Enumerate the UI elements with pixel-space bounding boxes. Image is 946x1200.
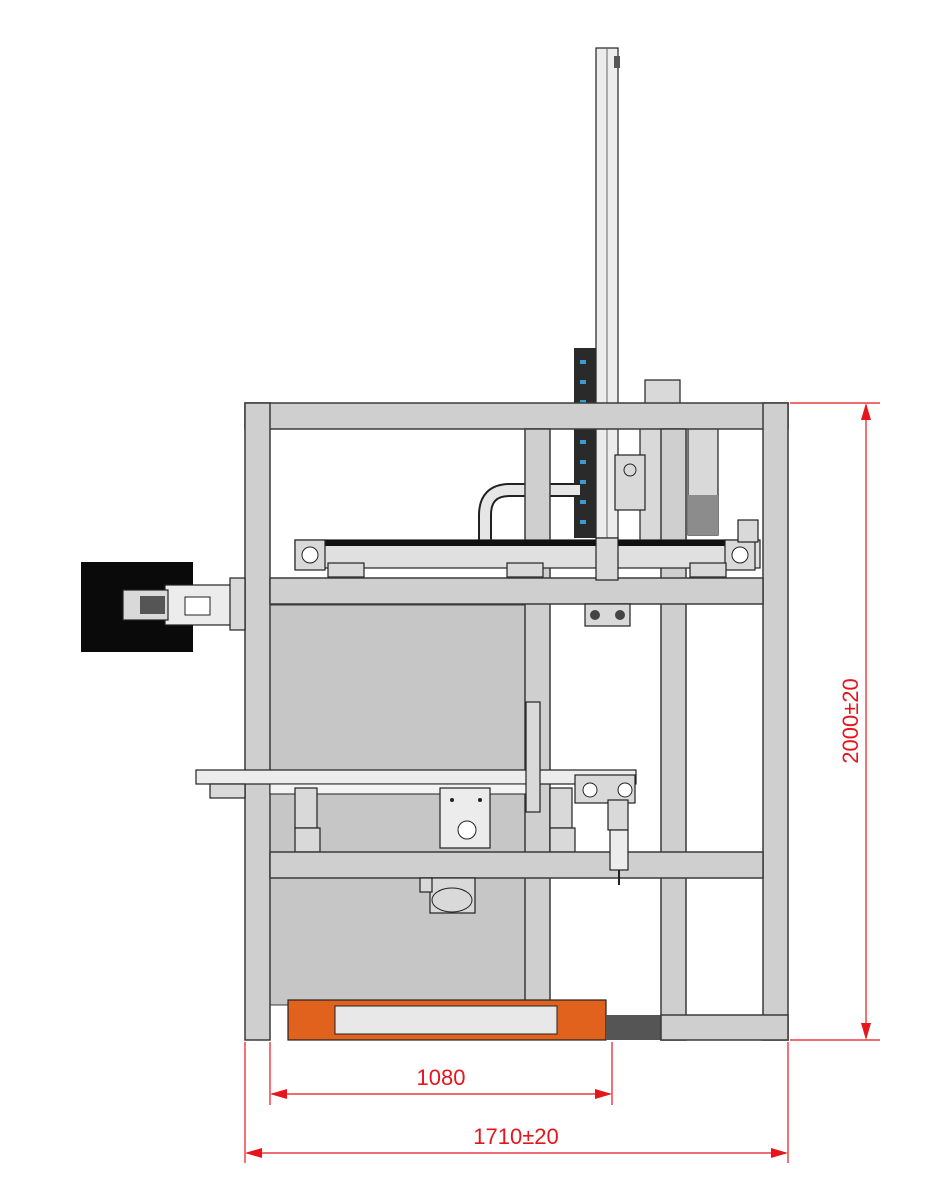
base-frame-rail [660,1014,789,1041]
cable-chain [574,348,596,538]
right-frame-post [762,402,789,1041]
height-dimension-label: 2000±20 [838,678,863,764]
side-hopper [81,562,246,652]
top-frame-rail [244,402,789,430]
overall-width-dimension-label: 1710±20 [473,1124,559,1149]
left-frame-post [244,402,271,1041]
gantry-gripper [584,537,631,627]
pneumatic-cylinder [607,799,629,885]
lower-conveyor [195,701,637,853]
height-dimension: 2000±20 [790,402,880,1041]
lower-back-panel [269,874,526,1006]
lower-cross-rail [269,851,764,879]
inner-width-dimension: 1080 [269,1042,613,1105]
right-inner-frame-post [660,428,687,1041]
gear-motor [439,787,491,849]
inner-width-dimension-label: 1080 [417,1065,466,1090]
upper-cross-rail [269,577,764,605]
drive-motor [419,877,476,914]
overall-width-dimension: 1710±20 [244,1042,789,1163]
upper-conveyor [294,519,761,578]
pallet [287,999,661,1041]
